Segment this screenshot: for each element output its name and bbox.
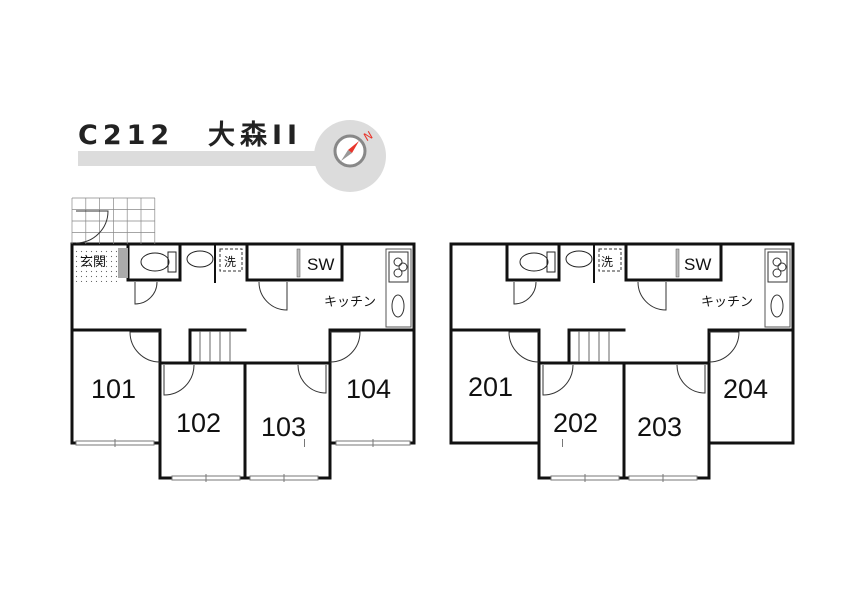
door-swing <box>708 331 740 363</box>
toilet-icon <box>140 252 170 272</box>
floor-1 <box>70 197 416 482</box>
burner <box>393 268 403 278</box>
toilet-icon <box>519 252 549 272</box>
entry-porch <box>71 197 156 244</box>
burner <box>393 257 403 267</box>
kitchen-counter <box>385 248 412 328</box>
burner <box>777 262 787 272</box>
laundry-label-1: 洗 <box>224 255 236 269</box>
laundry-space <box>598 248 622 272</box>
building-name: 大森II <box>208 120 302 151</box>
room-102: 102 <box>176 408 221 438</box>
room-101: 101 <box>91 374 136 404</box>
door-swing <box>676 364 706 394</box>
closet-label-2: SW <box>684 255 711 274</box>
door-swing <box>134 281 158 305</box>
building-code: C212 <box>78 120 174 151</box>
burner <box>398 262 408 272</box>
stove-icon <box>388 251 409 283</box>
entrance-step <box>118 248 128 278</box>
door-swing <box>329 331 361 363</box>
door-swing <box>129 331 161 363</box>
title-band <box>78 151 348 166</box>
laundry-space <box>219 248 243 272</box>
shelf <box>296 248 301 278</box>
door-swing <box>513 281 537 305</box>
burner <box>772 257 782 267</box>
kitchen-sink-icon <box>391 294 405 318</box>
door-swing <box>297 364 327 394</box>
room-104: 104 <box>346 374 391 404</box>
entrance-label: 玄関 <box>80 255 106 270</box>
room-203: 203 <box>637 412 682 442</box>
door-swing <box>542 364 574 396</box>
room-204: 204 <box>723 374 768 404</box>
room-103: 103 <box>261 412 306 442</box>
burner <box>772 268 782 278</box>
floor-2 <box>304 242 795 482</box>
washbasin-icon <box>565 250 593 268</box>
door-swing <box>258 281 288 311</box>
kitchen-sink-icon <box>770 294 784 318</box>
entrance-floor <box>75 248 117 282</box>
kitchen-label-1: キッチン <box>324 295 376 310</box>
header: N C212 大森II <box>78 120 386 192</box>
washbasin-icon <box>186 250 214 268</box>
stove-icon <box>767 251 788 283</box>
kitchen-counter <box>764 248 791 328</box>
door-swing <box>163 364 195 396</box>
kitchen-label-2: キッチン <box>701 295 753 310</box>
room-201: 201 <box>468 372 513 402</box>
compass-icon: N <box>333 129 375 168</box>
shelf <box>675 248 680 278</box>
toilet-tank <box>167 251 177 273</box>
toilet-tank <box>546 251 556 273</box>
door-swing <box>637 281 667 311</box>
laundry-label-2: 洗 <box>601 255 613 269</box>
closet-label-1: SW <box>307 255 334 274</box>
door-swing <box>508 331 540 363</box>
door-swing <box>75 210 109 244</box>
room-202: 202 <box>553 408 598 438</box>
